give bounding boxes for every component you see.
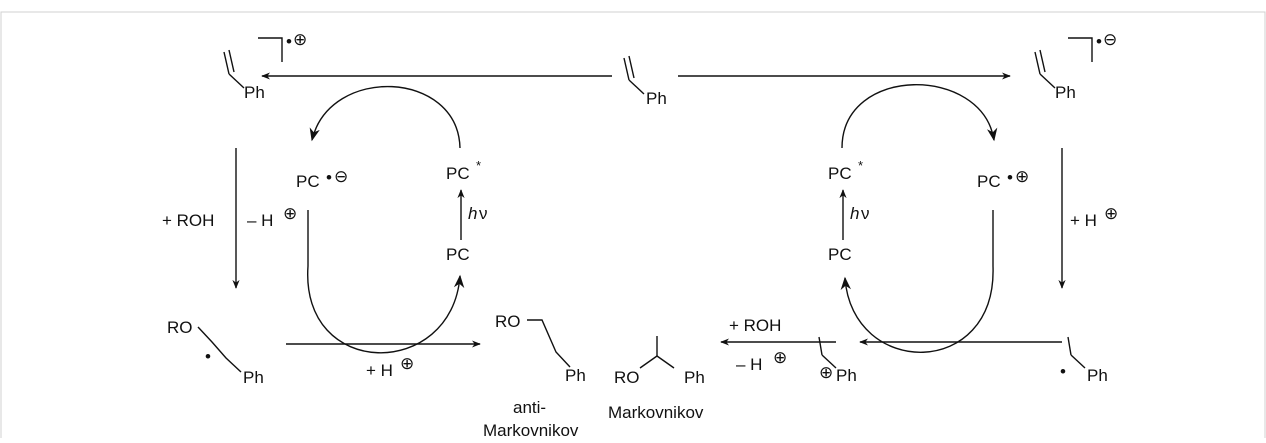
ph-label: Ph: [684, 368, 705, 387]
hnu-h: h: [468, 204, 477, 223]
pc-ground-label: PC: [446, 245, 470, 264]
ph-label: Ph: [244, 83, 265, 102]
ph-label: Ph: [1087, 366, 1108, 385]
plus-charge-icon: ⊕: [819, 363, 833, 382]
markovnikov-label: Markovnikov: [608, 403, 704, 422]
ro-label: RO: [167, 318, 193, 337]
minus-charge-icon: ⊖: [334, 167, 348, 186]
radical-dot: •: [286, 32, 292, 51]
pc-radical-cation-label: PC: [977, 172, 1001, 191]
styrene-radical-cation: Ph • ⊕: [223, 30, 307, 102]
pc-excited-label: PC: [828, 164, 852, 183]
anti-markovnikov-product: RO Ph anti- Markovnikov: [483, 312, 586, 440]
plus-charge-icon: ⊕: [1015, 167, 1029, 186]
pc-radical-anion-label: PC: [296, 172, 320, 191]
radical-dot: •: [1007, 168, 1013, 187]
ro-radical-intermediate: RO • Ph: [167, 318, 264, 387]
left-photoredox-cycle: PC • ⊖ PC * h ν PC: [296, 85, 488, 354]
anti-label: anti-: [513, 398, 546, 417]
plus-charge-icon: ⊕: [400, 354, 414, 373]
minus-h-label: – H: [247, 211, 273, 230]
ro-label: RO: [614, 368, 640, 387]
ph-label: Ph: [1055, 83, 1076, 102]
plus-roh-label: + ROH: [729, 316, 781, 335]
hnu-h: h: [850, 204, 859, 223]
radical-dot: •: [205, 347, 211, 366]
plus-h-label: + H: [1070, 211, 1097, 230]
figure-frame: [0, 11, 1266, 438]
arrow-pcstar-to-pc-anion: [309, 85, 461, 149]
minus-h-label: – H: [736, 355, 762, 374]
plus-h-label: + H: [366, 361, 393, 380]
benzylic-radical: • Ph: [1060, 336, 1108, 385]
ro-label: RO: [495, 312, 521, 331]
arrow-pc-anion-to-pc: [307, 265, 465, 354]
ph-label: Ph: [243, 368, 264, 387]
markovnikov-product: RO Ph Markovnikov: [608, 336, 705, 422]
right-photoredox-cycle: PC * h ν PC PC • ⊕: [828, 84, 1029, 353]
hnu-v: ν: [861, 204, 870, 223]
ph-label: Ph: [646, 89, 667, 108]
pc-excited-label: PC: [446, 164, 470, 183]
radical-dot: •: [1060, 362, 1066, 381]
plus-charge-icon: ⊕: [283, 204, 297, 223]
styrene-radical-anion: Ph • ⊖: [1034, 30, 1117, 102]
radical-dot: •: [326, 168, 332, 187]
benzylic-cation: ⊕ Ph: [818, 336, 857, 385]
plus-roh-label: + ROH: [162, 211, 214, 230]
excited-star: *: [858, 158, 863, 173]
plus-charge-icon: ⊕: [1104, 204, 1118, 223]
markovnikov-label: Markovnikov: [483, 421, 579, 438]
arrow-pc-cation-to-pc: [840, 265, 994, 353]
arrow-pcstar-to-pc-cation: [841, 84, 998, 149]
excited-star: *: [476, 158, 481, 173]
radical-dot: •: [1096, 32, 1102, 51]
styrene-center: Ph: [623, 55, 667, 108]
ph-label: Ph: [836, 366, 857, 385]
hnu-v: ν: [479, 204, 488, 223]
plus-charge-icon: ⊕: [293, 30, 307, 49]
pc-ground-label: PC: [828, 245, 852, 264]
ph-label: Ph: [565, 366, 586, 385]
minus-charge-icon: ⊖: [1103, 30, 1117, 49]
plus-charge-icon: ⊕: [773, 348, 787, 367]
